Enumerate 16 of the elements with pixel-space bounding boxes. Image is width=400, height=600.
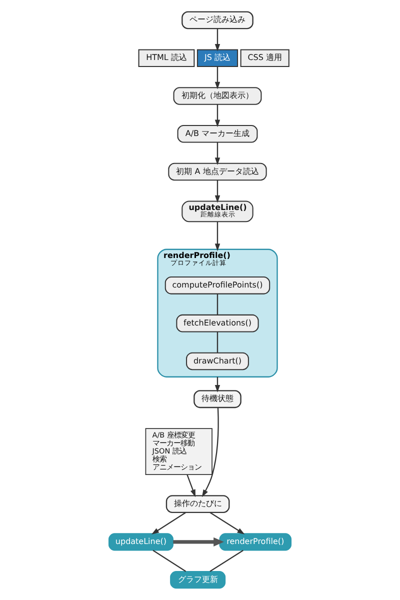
arrow: [173, 537, 224, 546]
arrow: [214, 142, 220, 166]
connector: [216, 294, 218, 315]
arrow: [186, 474, 196, 498]
connector: [216, 332, 218, 353]
node-box: A/B 座標変更 マーカー移動 JSON 読込 検索 アニメーション: [145, 428, 212, 475]
connector: [210, 550, 244, 572]
arrow: [152, 512, 186, 534]
arrow: [214, 222, 220, 252]
arrow: [210, 512, 245, 534]
arrow: [214, 104, 220, 128]
arrow: [214, 180, 220, 203]
connector: [152, 550, 186, 572]
arrow: [202, 408, 219, 498]
arrow: [214, 66, 220, 90]
arrow: [214, 28, 220, 52]
